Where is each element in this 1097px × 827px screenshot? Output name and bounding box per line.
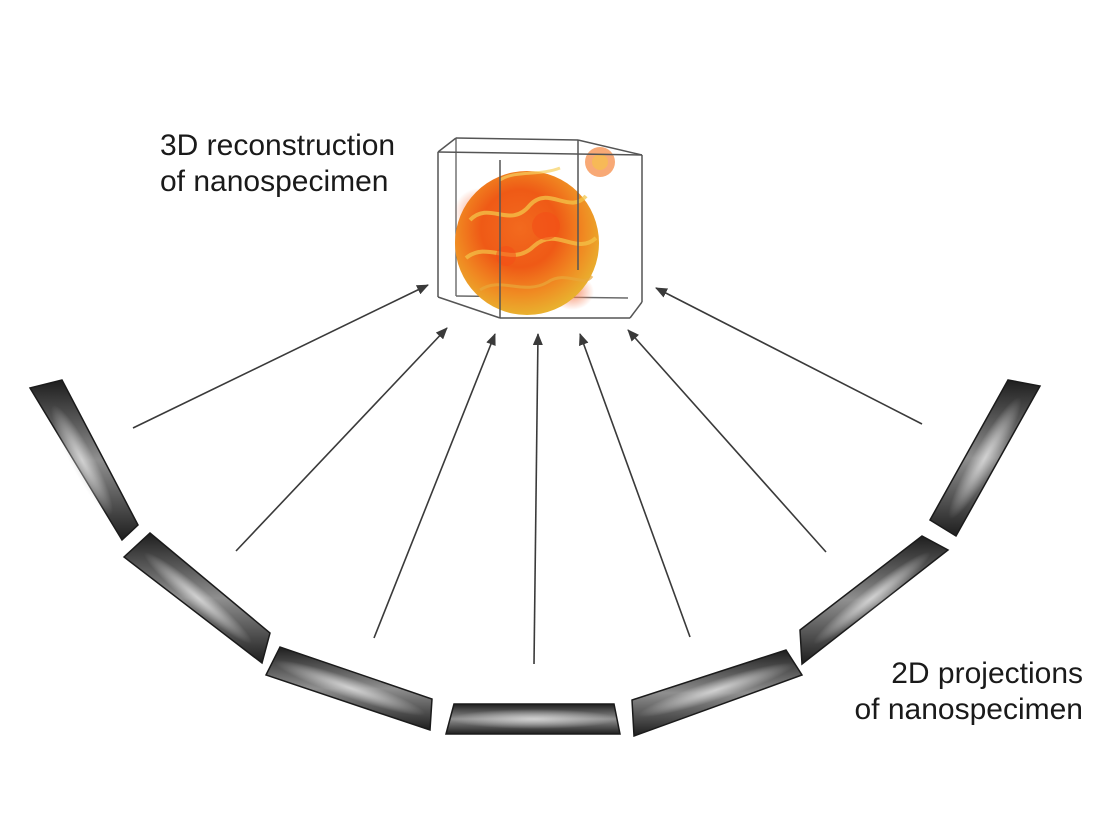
arrow xyxy=(235,327,448,552)
arrow xyxy=(579,333,691,638)
reconstruction-label-line2: of nanospecimen xyxy=(160,165,389,198)
projection-slab xyxy=(28,379,139,542)
reconstruction-cube xyxy=(437,137,643,319)
projections-label-line1: 2D projections xyxy=(891,657,1083,690)
arrow xyxy=(532,333,543,665)
projection-slab xyxy=(264,646,433,732)
reconstruction-label-line1: 3D reconstruction xyxy=(160,129,396,162)
projection-arrows xyxy=(132,284,923,665)
projection-slab xyxy=(445,703,621,735)
nanoparticle xyxy=(454,147,615,315)
arrow xyxy=(655,287,923,425)
projections-label-line2: of nanospecimen xyxy=(854,693,1084,726)
projection-slab xyxy=(122,532,271,665)
arrow xyxy=(627,329,827,553)
projection-arc xyxy=(28,379,1042,738)
reconstruction-label: 3D reconstruction of nanospecimen xyxy=(160,128,395,200)
projection-slab xyxy=(799,535,950,666)
projection-slab xyxy=(928,379,1042,538)
arrow xyxy=(132,284,429,429)
projection-slab xyxy=(631,649,804,738)
arrow xyxy=(373,333,496,639)
projections-label: 2D projections of nanospecimen xyxy=(855,656,1084,728)
